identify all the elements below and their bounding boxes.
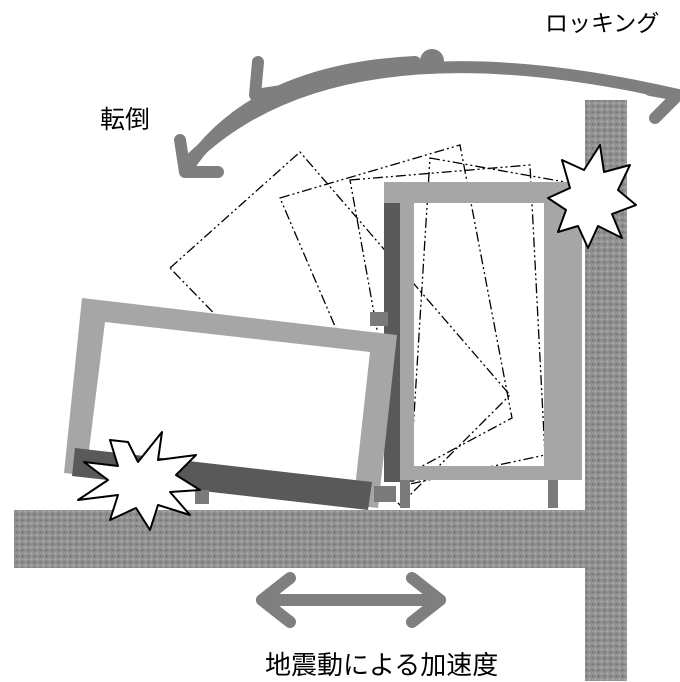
floor-slab [14, 510, 622, 568]
overturn-label: 転倒 [100, 105, 151, 134]
upright-foot-right [548, 480, 558, 508]
fallen-foot-right [374, 486, 396, 502]
fallen-foot-left [195, 490, 209, 504]
ground-acceleration-label: 地震動による加速度 [265, 651, 499, 681]
upright-foot-left [400, 480, 410, 508]
upright-handle [370, 312, 388, 326]
rocking-pivot-dot [420, 49, 444, 73]
acceleration-arrow [256, 572, 446, 628]
upright-frame [384, 182, 582, 480]
rocking-label: ロッキング [545, 11, 660, 37]
upright-cabinet [370, 182, 582, 508]
impact-burst-wall [547, 144, 637, 249]
overturn-arrow [174, 56, 421, 178]
impact-burst-floor [77, 431, 201, 531]
trace-outline-4 [409, 157, 566, 481]
